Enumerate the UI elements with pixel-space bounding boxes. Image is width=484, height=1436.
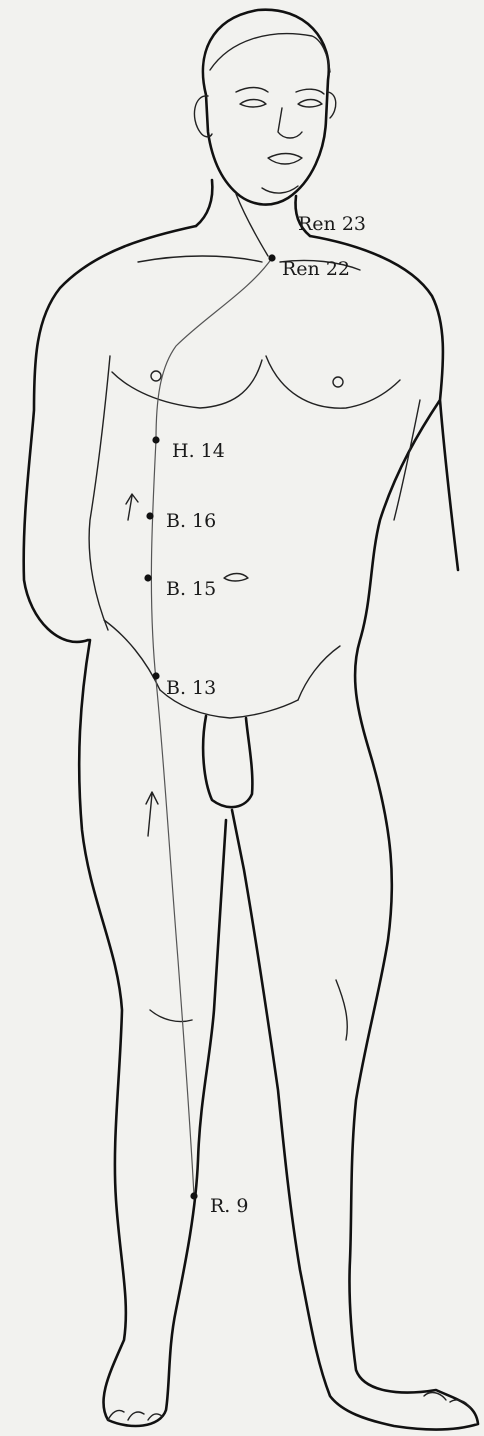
left-foot-toes	[108, 1410, 162, 1420]
body-right-outline	[232, 236, 478, 1430]
knee-left	[150, 1010, 192, 1022]
inner-arm-left	[89, 356, 110, 630]
knee-right	[336, 980, 347, 1040]
acupoint-b13-marker	[152, 672, 159, 679]
mouth	[268, 154, 302, 165]
acupoint-b16-label: B. 16	[166, 510, 216, 532]
left-ear	[194, 96, 212, 137]
waist-left	[104, 620, 160, 690]
navel	[224, 574, 248, 582]
genitals	[203, 716, 252, 807]
neck-left	[196, 180, 212, 226]
right-eye	[298, 100, 322, 108]
hairline	[210, 34, 330, 72]
left-nipple	[151, 371, 161, 381]
acupoint-ren22-label: Ren 22	[282, 258, 350, 280]
acupoint-r9-marker	[190, 1192, 197, 1199]
waist-right	[298, 646, 340, 700]
acupoint-r9-label: R. 9	[210, 1195, 248, 1217]
chin	[262, 186, 298, 193]
acupoint-ren22-marker	[268, 254, 275, 261]
acupoint-ren23-label: Ren 23	[298, 213, 366, 235]
right-ear	[328, 92, 336, 118]
acupoint-h14-label: H. 14	[172, 440, 225, 462]
left-eye	[240, 100, 266, 108]
acupoint-b13-label: B. 13	[166, 677, 216, 699]
direction-arrow-upper	[126, 494, 138, 520]
right-brow	[296, 89, 324, 94]
left-brow	[236, 88, 268, 93]
direction-arrow-lower	[146, 792, 158, 836]
meridian-line	[151, 258, 272, 1196]
acupoint-b16-marker	[146, 512, 153, 519]
acupoint-b15-label: B. 15	[166, 578, 216, 600]
inner-arm-right	[394, 400, 420, 520]
right-nipple	[333, 377, 343, 387]
acupoint-b15-marker	[144, 574, 151, 581]
nose	[278, 108, 302, 138]
pectoral-left	[112, 360, 262, 408]
acupoint-h14-marker	[152, 436, 159, 443]
body-left-outline	[24, 226, 226, 1426]
clavicle-left	[138, 256, 262, 262]
